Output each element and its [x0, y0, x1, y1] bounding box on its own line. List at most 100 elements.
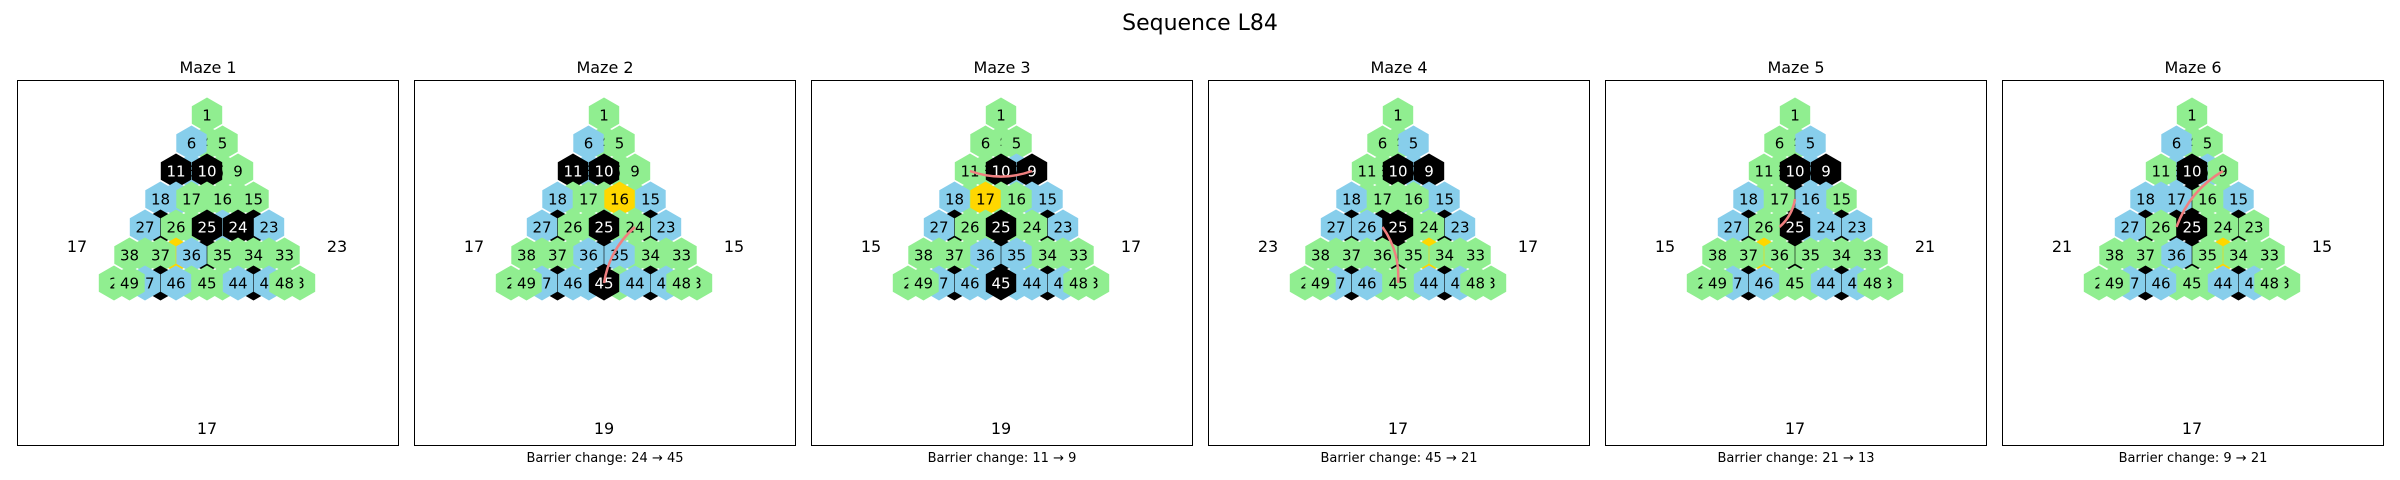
maze-4-cell-label-44: 44 — [1419, 275, 1438, 293]
maze-2-cell-17: 17 — [573, 181, 604, 217]
maze-4-cell-label-24: 24 — [1419, 219, 1438, 237]
maze-panel-1 — [17, 80, 399, 446]
maze-1-cell-9: 9 — [222, 153, 254, 189]
maze-5-cell-38: 38 — [1702, 237, 1733, 273]
maze-3-cell-label-33: 33 — [1069, 247, 1088, 265]
maze-2-cell-27: 27 — [526, 209, 558, 245]
maze-2-cell-label-5: 5 — [615, 135, 625, 153]
maze-4-cell-46: 46 — [1351, 265, 1383, 301]
maze-6-side-bottom: 17 — [2182, 419, 2202, 438]
maze-5-cell-15: 15 — [1826, 181, 1857, 217]
maze-3-cell-label-18: 18 — [945, 191, 964, 209]
maze-1-cell-label-6: 6 — [187, 135, 197, 153]
maze-1-cell-label-44: 44 — [228, 275, 247, 293]
maze-2-cell-label-38: 38 — [517, 247, 536, 265]
maze-4-cell-label-26: 26 — [1357, 219, 1376, 237]
maze-1-side-left: 17 — [67, 237, 87, 256]
maze-2-cell-44: 44 — [619, 265, 651, 301]
maze-1-cell-label-16: 16 — [213, 191, 232, 209]
maze-3-cell-26: 26 — [954, 209, 986, 245]
maze-6-cell-label-49: 49 — [2105, 275, 2124, 293]
maze-6-cell-label-34: 34 — [2229, 247, 2248, 265]
maze-5-cell-label-6: 6 — [1775, 135, 1785, 153]
maze-2-cell-label-46: 46 — [563, 275, 582, 293]
maze-4-cell-37: 37 — [1336, 237, 1367, 273]
maze-6-cell-label-26: 26 — [2151, 219, 2170, 237]
maze-4-cell-6: 6 — [1367, 125, 1398, 161]
maze-2-cell-label-7: 7 — [615, 163, 625, 181]
maze-5-cell-label-46: 46 — [1754, 275, 1773, 293]
maze-4-cell-label-36: 36 — [1373, 247, 1392, 265]
maze-title-6: Maze 6 — [2164, 58, 2222, 77]
maze-3-cell-label-1: 1 — [996, 107, 1006, 125]
maze-3-cell-35: 35 — [1001, 237, 1032, 273]
maze-6-cell-24: 24 — [2207, 209, 2239, 245]
maze-6-cell-label-33: 33 — [2260, 247, 2279, 265]
maze-6-cell-label-44: 44 — [2213, 275, 2232, 293]
maze-6-side-right: 15 — [2312, 237, 2332, 256]
maze-4-cell-38: 38 — [1305, 237, 1336, 273]
maze-1-cell-6: 6 — [176, 125, 207, 161]
maze-4-cell-label-27: 27 — [1326, 219, 1345, 237]
maze-4-cell-label-37: 37 — [1342, 247, 1361, 265]
maze-4-cell-label-2: 2 — [1300, 275, 1310, 293]
maze-5-cell-label-11: 11 — [1754, 163, 1773, 181]
maze-6-cell-label-23: 23 — [2244, 219, 2263, 237]
maze-1-cell-label-46: 46 — [166, 275, 185, 293]
maze-3-cell-label-48: 48 — [1069, 275, 1088, 293]
maze-6-cell-27: 27 — [2114, 209, 2146, 245]
maze-6-barrier-path — [2175, 169, 2224, 228]
maze-1-cell-label-48: 48 — [275, 275, 294, 293]
maze-1-cell-label-7: 7 — [218, 163, 228, 181]
maze-2-cell-1: 1 — [588, 97, 620, 133]
maze-6-cell-label-6: 6 — [2172, 135, 2182, 153]
maze-4-cell-27: 27 — [1320, 209, 1352, 245]
maze-4-side-right: 17 — [1518, 237, 1538, 256]
maze-5-cell-1: 1 — [1779, 97, 1811, 133]
maze-2-cell-label-10: 10 — [594, 163, 613, 181]
maze-6-cell-45: 45 — [2176, 265, 2208, 301]
maze-1-cell-label-9: 9 — [233, 163, 243, 181]
maze-6-cell-label-17: 17 — [2167, 191, 2186, 209]
maze-5-cell-33: 33 — [1857, 237, 1888, 273]
maze-3-cell-18: 18 — [939, 181, 970, 217]
maze-2-cell-33: 33 — [666, 237, 697, 273]
maze-1-cell-49: 49 — [114, 265, 145, 301]
maze-4-cell-label-10: 10 — [1388, 163, 1407, 181]
maze-6-cell-label-11: 11 — [2151, 163, 2170, 181]
maze-2-cell-label-45: 45 — [594, 275, 613, 293]
maze-4-cell-9: 9 — [1413, 153, 1445, 189]
maze-1-cell-44: 44 — [222, 265, 254, 301]
maze-5-cell-label-35: 35 — [1801, 247, 1820, 265]
maze-6-cell-label-36: 36 — [2167, 247, 2186, 265]
maze-3-cell-label-35: 35 — [1007, 247, 1026, 265]
maze-5-side-left: 15 — [1655, 237, 1675, 256]
maze-3-cell-label-34: 34 — [1038, 247, 1057, 265]
maze-4-cell-1: 1 — [1382, 97, 1414, 133]
maze-5-cell-label-4: 4 — [1790, 135, 1800, 153]
maze-6-cell-6: 6 — [2161, 125, 2192, 161]
maze-6-cell-label-48: 48 — [2260, 275, 2279, 293]
maze-6-cell-17: 17 — [2161, 181, 2192, 217]
maze-5-cell-label-36: 36 — [1770, 247, 1789, 265]
maze-4-cell-label-23: 23 — [1450, 219, 1469, 237]
maze-1-cell-label-25: 25 — [197, 219, 216, 237]
maze-3-cell-label-7: 7 — [1012, 163, 1022, 181]
maze-6-cell-46: 46 — [2145, 265, 2177, 301]
maze-3-cell-label-5: 5 — [1012, 135, 1022, 153]
maze-5-cell-18: 18 — [1733, 181, 1764, 217]
maze-2-barrier-path — [602, 226, 636, 284]
maze-3-cell-6: 6 — [970, 125, 1001, 161]
maze-2-cell-label-48: 48 — [672, 275, 691, 293]
maze-5-cell-48: 48 — [1857, 265, 1888, 301]
maze-2-cell-label-34: 34 — [641, 247, 660, 265]
maze-3-cell-15: 15 — [1032, 181, 1063, 217]
maze-5-side-right: 21 — [1915, 237, 1935, 256]
maze-2-cell-label-16: 16 — [610, 191, 629, 209]
maze-3-cell-label-17: 17 — [976, 191, 995, 209]
maze-3-cell-36: 36 — [970, 237, 1001, 273]
maze-3-cell-label-37: 37 — [945, 247, 964, 265]
maze-6-cell-label-25: 25 — [2182, 219, 2201, 237]
maze-3-cell-label-3: 3 — [1089, 275, 1099, 293]
maze-5-cell-label-44: 44 — [1816, 275, 1835, 293]
